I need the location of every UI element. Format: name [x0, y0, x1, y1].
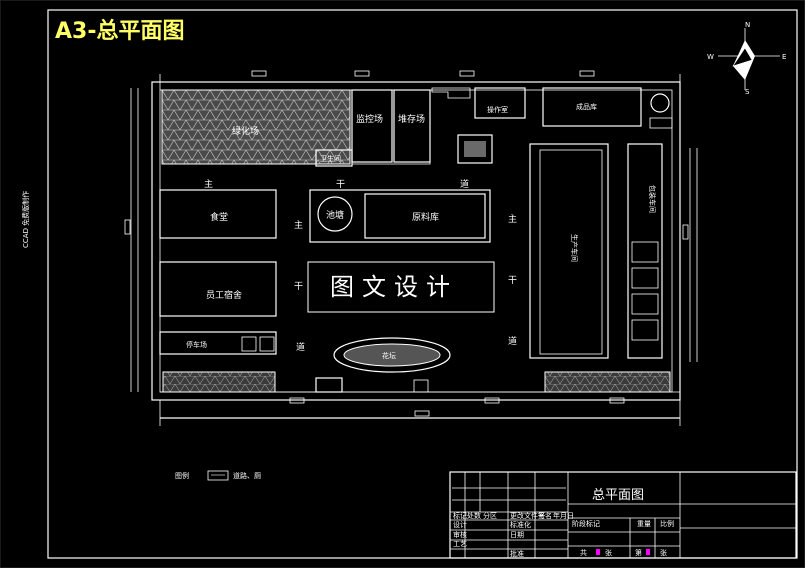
- tb-cell-2: 处数: [467, 511, 481, 520]
- building-raw-material: [364, 193, 486, 239]
- annex-wall: [352, 87, 471, 165]
- watermark-box: [307, 261, 495, 313]
- tb-cell-10: 重量: [637, 520, 651, 528]
- legend-label: 图例: [175, 471, 189, 480]
- compass-e: E: [782, 53, 786, 61]
- tb-cell-15: 日期: [510, 531, 524, 539]
- building-guard-room: [315, 149, 353, 167]
- drawing-title: A3-总平面图: [55, 18, 184, 44]
- tb-cell-16: 共: [580, 548, 587, 557]
- area-supervision: 监控场: [356, 113, 383, 125]
- tank-circle: [317, 196, 353, 232]
- area-office: 操作室: [487, 105, 508, 114]
- drawing-frame: [47, 9, 798, 559]
- tb-cell-5: 签名: [538, 511, 552, 520]
- small-structure: [457, 134, 493, 164]
- tb-cell-7: 设计: [453, 520, 467, 529]
- building-storage-yard: [393, 89, 431, 163]
- title-block: 总平面图 标记 处数 分区 更改文件号 签名 年月日 设计 标准化 阶段标记 重…: [449, 471, 797, 559]
- tb-cell-12: 审核: [453, 530, 467, 539]
- area-parking: 停车场: [186, 340, 207, 349]
- road-char-5: 干: [294, 281, 303, 292]
- building-supervision: [351, 89, 393, 163]
- tb-cell-13: 工艺: [453, 540, 467, 548]
- building-canteen: [159, 189, 277, 239]
- road-char-6: 道: [296, 341, 305, 353]
- water-tower-icon: [650, 93, 670, 113]
- tb-cell-17: 张: [605, 548, 612, 557]
- road-char-4: 主: [294, 219, 303, 231]
- tb-cell-8: 标准化: [510, 520, 531, 529]
- raw-material-block: [309, 189, 491, 243]
- legend-swatch: [207, 470, 229, 481]
- tb-cell-6: 年月日: [553, 511, 574, 520]
- compass-s: S: [745, 88, 750, 96]
- green-area-bottom-right: [544, 371, 671, 393]
- tb-cell-4: 更改文件号: [510, 511, 545, 520]
- road-char-2: 干: [336, 179, 345, 190]
- tb-cell-9: 阶段标记: [572, 519, 600, 528]
- building-office: [474, 87, 526, 119]
- gate-right: [413, 379, 429, 393]
- area-raw-material: 原料库: [412, 211, 439, 223]
- side-note: CCAD 免费版制作: [21, 191, 30, 248]
- tb-cell-11: 比例: [660, 519, 674, 528]
- area-green: 绿化场: [232, 125, 259, 137]
- pump-house: [649, 117, 673, 129]
- green-area-bottom-left: [162, 371, 276, 393]
- building-dormitory: [159, 261, 277, 317]
- area-tank: 池塘: [326, 209, 344, 221]
- gate-left: [315, 377, 343, 393]
- area-storage-yard: 堆存场: [398, 113, 425, 125]
- compass-w: W: [707, 53, 714, 61]
- tb-cell-19: 张: [660, 548, 667, 557]
- area-canteen: 食堂: [210, 211, 228, 223]
- area-garden: 花坛: [382, 351, 396, 360]
- area-packaging: 包装车间: [648, 185, 657, 213]
- road-char-3: 道: [460, 178, 469, 190]
- building-finished-goods: [542, 87, 642, 127]
- road-char-7: 主: [508, 213, 517, 225]
- road-char-8: 干: [508, 275, 517, 286]
- building-production: [529, 143, 609, 359]
- area-finished-goods: 成品库: [576, 102, 597, 111]
- area-guard-room: 卫生间: [320, 154, 341, 163]
- tb-cell-1: 标记: [453, 511, 467, 520]
- garden-oval: [333, 337, 451, 373]
- tb-cell-3: 分区: [483, 511, 497, 520]
- building-parking: [159, 331, 277, 355]
- tb-cell-18: 第: [635, 548, 642, 557]
- road-char-1: 主: [204, 178, 213, 190]
- road-char-9: 道: [508, 335, 517, 347]
- compass-n: N: [745, 21, 750, 29]
- building-packaging: [627, 143, 663, 359]
- watermark-text: 图文设计: [330, 273, 458, 301]
- legend-item: 道路、厕: [233, 471, 261, 480]
- title-block-name: 总平面图: [592, 488, 644, 503]
- tb-cell-14: 批准: [510, 549, 524, 558]
- green-area-hatch: [161, 89, 351, 165]
- area-dormitory: 员工宿舍: [206, 289, 242, 301]
- north-arrow-icon: N E W S: [707, 21, 786, 96]
- area-production: 生产车间: [570, 234, 579, 262]
